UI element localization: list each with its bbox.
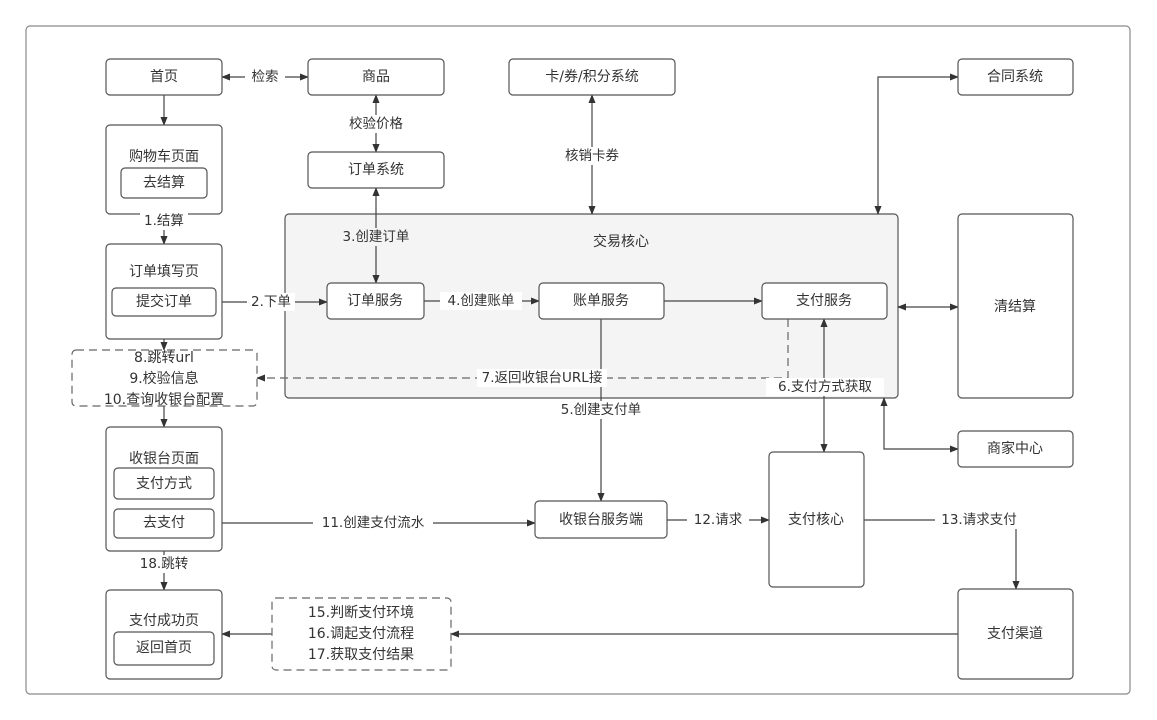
coupon-system-label: 卡/券/积分系统: [545, 69, 638, 85]
svg-text:5.创建支付单: 5.创建支付单: [561, 402, 641, 418]
label-verify-price: 校验价格: [340, 115, 412, 133]
label-step2: 2.下单: [247, 293, 295, 311]
svg-text:检索: 检索: [252, 69, 279, 85]
svg-text:11.创建支付流水: 11.创建支付流水: [322, 515, 425, 531]
checkout-button[interactable]: 去结算: [120, 167, 208, 199]
payment-method-button-label: 支付方式: [136, 476, 192, 492]
payment-service-label: 支付服务: [796, 293, 852, 309]
svg-text:13.请求支付: 13.请求支付: [941, 512, 1016, 528]
go-pay-button[interactable]: 去支付: [113, 508, 215, 539]
label-step13: 13.请求支付: [935, 511, 1023, 529]
redirect-step-8: 8.跳转url: [134, 350, 194, 366]
label-step7: 7.返回收银台URL接: [477, 369, 607, 387]
node-order-fill-page[interactable]: 订单填写页 提交订单: [105, 243, 223, 340]
svg-text:核销卡券: 核销卡券: [565, 148, 619, 164]
success-page-label: 支付成功页: [129, 613, 199, 629]
svg-text:1.结算: 1.结算: [144, 213, 184, 229]
edge-merchant: [880, 397, 959, 453]
settlement-label: 清结算: [994, 299, 1036, 315]
label-step1: 1.结算: [140, 212, 188, 230]
node-settlement[interactable]: 清结算: [957, 213, 1074, 399]
return-home-button-label: 返回首页: [136, 640, 192, 656]
cashier-server-label: 收银台服务端: [559, 512, 643, 528]
label-step4: 4.创建账单: [440, 292, 522, 310]
svg-text:18.跳转: 18.跳转: [140, 556, 188, 572]
svg-text:7.返回收银台URL接: 7.返回收银台URL接: [482, 369, 603, 386]
product-label: 商品: [362, 69, 390, 85]
node-home[interactable]: 首页: [105, 58, 223, 96]
node-payment-core[interactable]: 支付核心: [768, 451, 865, 588]
go-pay-button-label: 去支付: [143, 515, 185, 531]
trade-core-label: 交易核心: [593, 233, 649, 250]
order-service-label: 订单服务: [347, 293, 403, 309]
label-step11: 11.创建支付流水: [313, 514, 433, 532]
svg-text:3.创建订单: 3.创建订单: [343, 229, 410, 245]
node-contract-system[interactable]: 合同系统: [957, 58, 1074, 96]
label-step18: 18.跳转: [134, 555, 194, 573]
node-payment-service[interactable]: 支付服务: [761, 282, 888, 320]
redirect-step-9: 9.校验信息: [129, 370, 198, 387]
node-product[interactable]: 商品: [307, 58, 445, 96]
node-cashier-page[interactable]: 收银台页面 支付方式 去支付: [105, 426, 223, 552]
cart-page-label: 购物车页面: [129, 148, 199, 165]
bill-service-label: 账单服务: [573, 293, 629, 309]
label-search: 检索: [245, 68, 285, 86]
payment-method-button[interactable]: 支付方式: [113, 467, 215, 500]
node-pay-env-steps: 15.判断支付环境 16.调起支付流程 17.获取支付结果: [271, 597, 452, 671]
svg-text:6.支付方式获取: 6.支付方式获取: [778, 379, 872, 395]
node-success-page[interactable]: 支付成功页 返回首页: [105, 589, 223, 680]
node-cashier-server[interactable]: 收银台服务端: [534, 500, 668, 539]
label-step6: 6.支付方式获取: [766, 378, 884, 396]
label-step5: 5.创建支付单: [551, 401, 651, 419]
order-fill-page-label: 订单填写页: [129, 264, 199, 280]
edge-contract: [874, 73, 959, 215]
cashier-page-label: 收银台页面: [129, 451, 199, 467]
node-order-service[interactable]: 订单服务: [326, 282, 425, 320]
node-payment-channel[interactable]: 支付渠道: [957, 588, 1074, 680]
node-redirect-steps: 8.跳转url 9.校验信息 10.查询收银台配置: [71, 349, 258, 408]
svg-text:校验价格: 校验价格: [349, 115, 403, 132]
svg-text:12.请求: 12.请求: [694, 512, 743, 528]
svg-text:4.创建账单: 4.创建账单: [448, 293, 515, 309]
svg-text:2.下单: 2.下单: [251, 294, 291, 310]
node-cart-page[interactable]: 购物车页面 去结算: [105, 124, 223, 215]
order-system-label: 订单系统: [348, 162, 404, 178]
label-step3: 3.创建订单: [333, 228, 419, 246]
pay-env-step-16: 16.调起支付流程: [308, 626, 414, 642]
node-order-system[interactable]: 订单系统: [307, 151, 445, 189]
label-writeoff-coupon: 核销卡券: [556, 147, 628, 165]
label-step12: 12.请求: [687, 511, 749, 529]
node-merchant-center[interactable]: 商家中心: [957, 430, 1074, 468]
payment-core-label: 支付核心: [788, 512, 844, 528]
pay-env-step-15: 15.判断支付环境: [308, 605, 414, 621]
return-home-button[interactable]: 返回首页: [113, 631, 215, 666]
submit-order-button-label: 提交订单: [136, 293, 192, 310]
checkout-button-label: 去结算: [143, 175, 185, 191]
pay-env-step-17: 17.获取支付结果: [308, 647, 414, 663]
payment-channel-label: 支付渠道: [987, 626, 1043, 642]
node-coupon-system[interactable]: 卡/券/积分系统: [508, 58, 676, 96]
redirect-step-10: 10.查询收银台配置: [104, 392, 224, 408]
node-bill-service[interactable]: 账单服务: [538, 282, 665, 320]
contract-system-label: 合同系统: [987, 69, 1043, 85]
submit-order-button[interactable]: 提交订单: [111, 287, 217, 317]
home-label: 首页: [150, 69, 178, 85]
merchant-center-label: 商家中心: [987, 440, 1043, 457]
